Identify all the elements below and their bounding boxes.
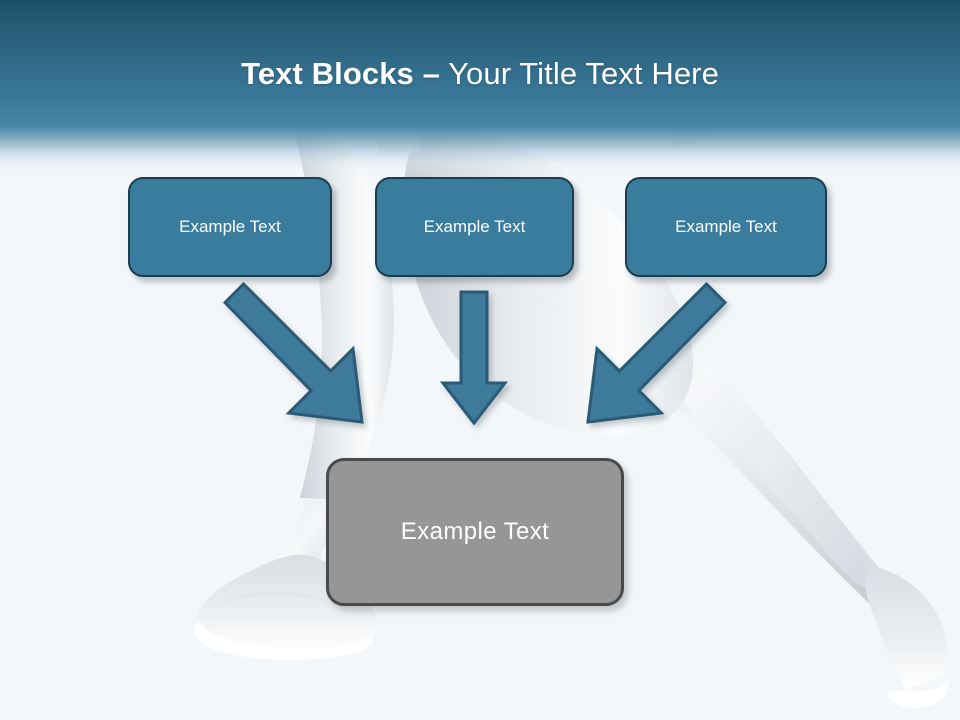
arrow-down-right-icon[interactable] bbox=[222, 281, 364, 424]
text-block-2-label: Example Text bbox=[423, 217, 526, 236]
page-title: Text Blocks – Your Title Text Here bbox=[0, 54, 960, 94]
result-text-block-label: Example Text bbox=[400, 518, 550, 545]
text-block-1-label: Example Text bbox=[179, 217, 281, 236]
text-block-1[interactable]: Example Text bbox=[128, 177, 332, 277]
result-text-block[interactable]: Example Text bbox=[326, 458, 624, 606]
page-title-bold: Text Blocks – bbox=[241, 56, 440, 91]
text-block-3[interactable]: Example Text bbox=[625, 177, 827, 277]
text-block-2[interactable]: Example Text bbox=[375, 177, 574, 277]
page-title-regular: Your Title Text Here bbox=[439, 56, 719, 91]
arrow-down-left-icon[interactable] bbox=[586, 281, 728, 424]
arrow-down-icon[interactable] bbox=[439, 290, 509, 426]
text-block-3-label: Example Text bbox=[675, 217, 777, 236]
